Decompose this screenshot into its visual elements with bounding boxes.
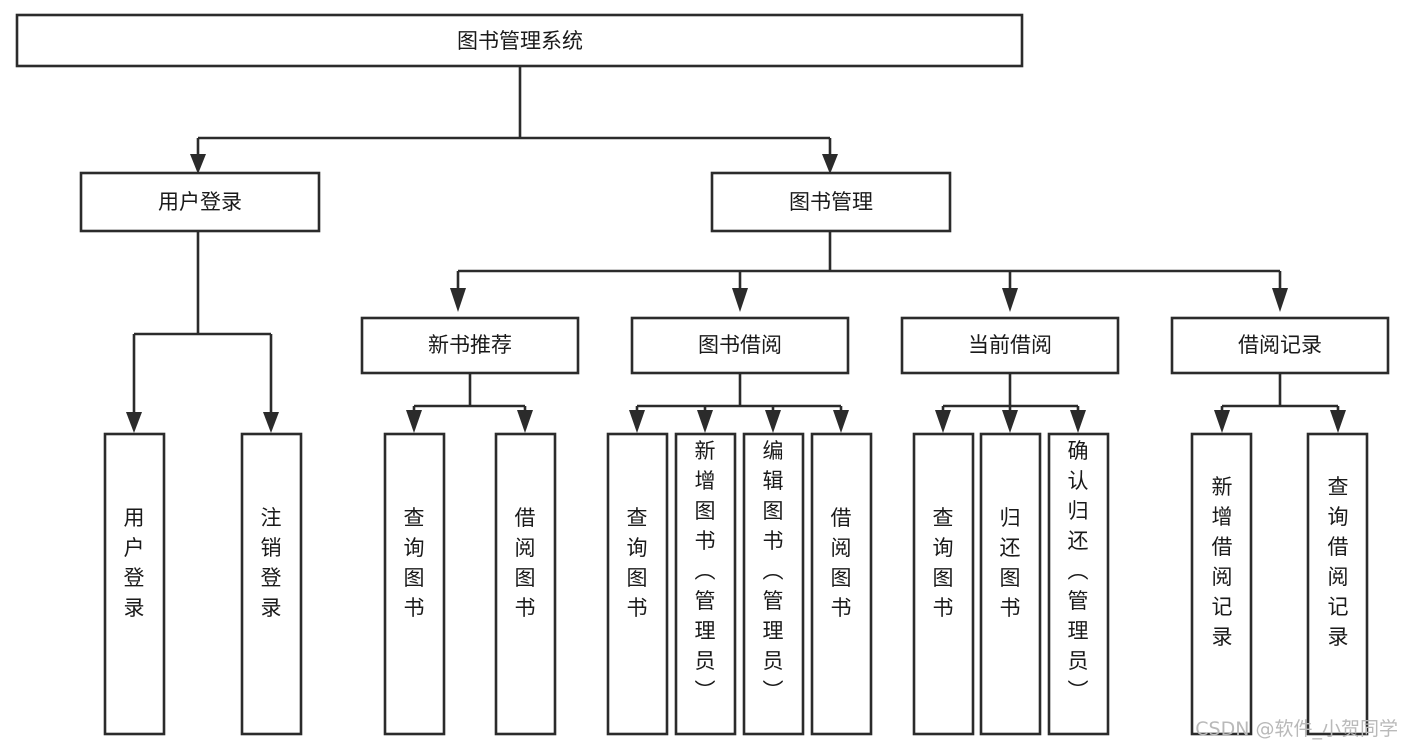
arrow-head-user-login bbox=[190, 154, 206, 174]
node-book-management-label: 图书管理 bbox=[789, 190, 873, 214]
node-book-borrow[interactable]: 图书借阅 bbox=[630, 316, 850, 375]
node-leaf-query-book-1-label: 查询图书 bbox=[404, 506, 425, 620]
arrow-head-leaf-edit-book bbox=[765, 410, 781, 433]
node-book-management[interactable]: 图书管理 bbox=[710, 171, 952, 233]
arrow-head-leaf-add-record bbox=[1214, 410, 1230, 433]
arrow-head-leaf-add-book bbox=[697, 410, 713, 433]
arrow-head-leaf-query-record bbox=[1330, 410, 1346, 433]
node-leaf-query-book-3-label: 查询图书 bbox=[933, 506, 954, 620]
node-leaf-query-book-1[interactable]: 查询图书 bbox=[383, 432, 446, 736]
node-leaf-query-book-1-box[interactable] bbox=[383, 432, 446, 736]
node-book-management-box[interactable] bbox=[710, 171, 952, 233]
watermark-text: CSDN @软件_小贺同学 bbox=[1195, 718, 1398, 740]
node-leaf-confirm-return-label: 确认归还︵管理员︶ bbox=[1068, 439, 1089, 703]
node-root-box[interactable] bbox=[15, 13, 1024, 68]
node-leaf-query-record[interactable]: 查询借阅记录 bbox=[1306, 432, 1369, 736]
node-leaf-borrow-book-1-box[interactable] bbox=[494, 432, 557, 736]
node-new-book-recommend-box[interactable] bbox=[360, 316, 580, 375]
arrow-head-current-borrow bbox=[1002, 288, 1018, 312]
arrow-head-leaf-user-login bbox=[126, 412, 142, 433]
node-book-borrow-label: 图书借阅 bbox=[698, 333, 782, 357]
node-new-book-recommend[interactable]: 新书推荐 bbox=[360, 316, 580, 375]
arrow-head-leaf-query-book-2 bbox=[629, 410, 645, 433]
node-leaf-add-book-label: 新增图书︵管理员︶ bbox=[695, 439, 716, 703]
node-leaf-confirm-return-box[interactable] bbox=[1047, 432, 1110, 736]
arrow-head-leaf-confirm-return bbox=[1070, 410, 1086, 433]
node-leaf-borrow-book-2-label: 借阅图书 bbox=[831, 506, 852, 620]
node-user-login[interactable]: 用户登录 bbox=[79, 171, 321, 233]
node-leaf-confirm-return[interactable]: 确认归还︵管理员︶ bbox=[1047, 432, 1110, 736]
arrow-head-leaf-logout bbox=[263, 412, 279, 433]
node-current-borrow-box[interactable] bbox=[900, 316, 1120, 375]
node-root[interactable]: 图书管理系统 bbox=[15, 13, 1024, 68]
node-current-borrow-label: 当前借阅 bbox=[968, 333, 1052, 357]
node-leaf-query-book-2[interactable]: 查询图书 bbox=[606, 432, 669, 736]
arrow-head-leaf-return-book bbox=[1002, 410, 1018, 433]
arrow-head-leaf-query-book-1 bbox=[406, 410, 422, 433]
node-leaf-query-book-3[interactable]: 查询图书 bbox=[912, 432, 975, 736]
node-leaf-logout-label: 注销登录 bbox=[261, 506, 282, 620]
arrow-head-new-book-recommend bbox=[450, 288, 466, 312]
connector-layer bbox=[126, 66, 1346, 433]
node-leaf-edit-book-box[interactable] bbox=[742, 432, 805, 736]
node-current-borrow[interactable]: 当前借阅 bbox=[900, 316, 1120, 375]
node-leaf-add-book-box[interactable] bbox=[674, 432, 737, 736]
arrow-head-leaf-query-book-3 bbox=[935, 410, 951, 433]
node-borrow-record[interactable]: 借阅记录 bbox=[1170, 316, 1390, 375]
node-leaf-return-book[interactable]: 归还图书 bbox=[979, 432, 1042, 736]
node-leaf-add-book[interactable]: 新增图书︵管理员︶ bbox=[674, 432, 737, 736]
node-borrow-record-label: 借阅记录 bbox=[1238, 333, 1322, 357]
node-book-borrow-box[interactable] bbox=[630, 316, 850, 375]
node-leaf-return-book-box[interactable] bbox=[979, 432, 1042, 736]
node-leaf-borrow-book-1[interactable]: 借阅图书 bbox=[494, 432, 557, 736]
node-leaf-edit-book-label: 编辑图书︵管理员︶ bbox=[763, 439, 784, 703]
node-user-login-box[interactable] bbox=[79, 171, 321, 233]
node-leaf-query-book-3-box[interactable] bbox=[912, 432, 975, 736]
node-leaf-user-login-label: 用户登录 bbox=[124, 506, 145, 620]
node-leaf-borrow-book-2-box[interactable] bbox=[810, 432, 873, 736]
node-leaf-query-book-2-box[interactable] bbox=[606, 432, 669, 736]
arrow-head-leaf-borrow-book-2 bbox=[833, 410, 849, 433]
node-leaf-logout-box[interactable] bbox=[240, 432, 303, 736]
node-leaf-borrow-book-2[interactable]: 借阅图书 bbox=[810, 432, 873, 736]
arrow-head-leaf-borrow-book-1 bbox=[517, 410, 533, 433]
node-leaf-return-book-label: 归还图书 bbox=[1000, 506, 1021, 620]
node-leaf-user-login-box[interactable] bbox=[103, 432, 166, 736]
node-leaf-query-book-2-label: 查询图书 bbox=[627, 506, 648, 620]
node-leaf-add-record-label: 新增借阅记录 bbox=[1212, 475, 1233, 649]
arrow-head-borrow-record bbox=[1272, 288, 1288, 312]
node-leaf-query-record-label: 查询借阅记录 bbox=[1328, 475, 1349, 649]
node-leaf-user-login[interactable]: 用户登录 bbox=[103, 432, 166, 736]
node-leaf-edit-book[interactable]: 编辑图书︵管理员︶ bbox=[742, 432, 805, 736]
arrow-head-book-management bbox=[822, 154, 838, 174]
node-leaf-query-record-box[interactable] bbox=[1306, 432, 1369, 736]
node-leaf-borrow-book-1-label: 借阅图书 bbox=[515, 506, 536, 620]
node-user-login-label: 用户登录 bbox=[158, 190, 242, 214]
arrow-head-book-borrow bbox=[732, 288, 748, 312]
node-new-book-recommend-label: 新书推荐 bbox=[428, 333, 512, 357]
node-leaf-add-record[interactable]: 新增借阅记录 bbox=[1190, 432, 1253, 736]
node-root-label: 图书管理系统 bbox=[457, 29, 583, 53]
node-leaf-add-record-box[interactable] bbox=[1190, 432, 1253, 736]
node-leaf-logout[interactable]: 注销登录 bbox=[240, 432, 303, 736]
node-borrow-record-box[interactable] bbox=[1170, 316, 1390, 375]
